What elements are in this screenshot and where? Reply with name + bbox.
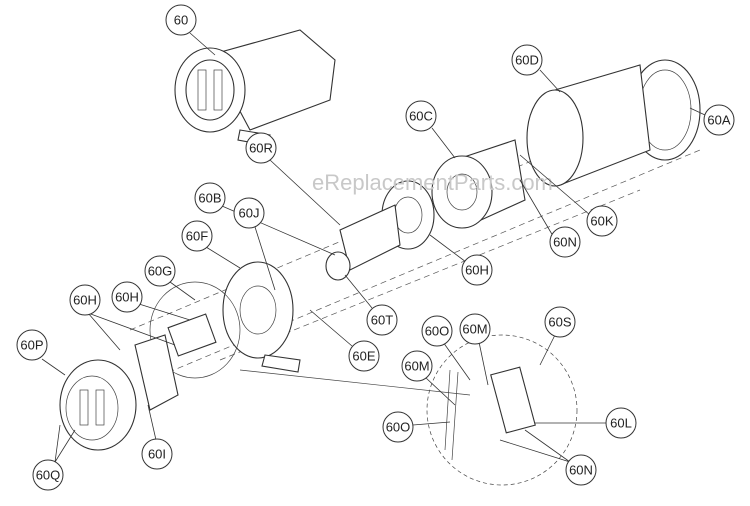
callout-60R: 60R (245, 132, 277, 164)
svg-text:60R: 60R (249, 141, 273, 156)
callout-60H-mid: 60H (111, 281, 143, 313)
callout-60N-top: 60N (549, 226, 581, 258)
svg-text:60L: 60L (610, 416, 632, 431)
front-bracket-60F (222, 261, 301, 373)
rotor-60R (325, 180, 435, 281)
callout-60Q: 60Q (32, 459, 64, 491)
callout-60B: 60B (194, 182, 226, 214)
svg-text:60H: 60H (73, 293, 97, 308)
svg-text:60N: 60N (553, 235, 577, 250)
callout-60N-bottom: 60N (565, 454, 597, 486)
callout-60D: 60D (511, 44, 543, 76)
svg-text:60E: 60E (352, 349, 375, 364)
svg-text:60M: 60M (404, 359, 429, 374)
svg-text:60K: 60K (590, 214, 613, 229)
callout-60P: 60P (16, 329, 48, 361)
svg-text:60J: 60J (239, 206, 260, 221)
assembled-generator (174, 29, 336, 146)
callout-60O-top: 60O (421, 315, 453, 347)
svg-text:60I: 60I (148, 447, 166, 462)
callout-60H-left: 60H (69, 284, 101, 316)
callout-60M-top: 60M (459, 313, 491, 345)
svg-text:60S: 60S (548, 315, 571, 330)
svg-text:60G: 60G (148, 264, 173, 279)
end-cover-60P (59, 359, 137, 451)
brush-assembly (149, 281, 241, 379)
svg-text:60C: 60C (409, 109, 433, 124)
svg-text:60O: 60O (386, 420, 411, 435)
stator-60C (431, 139, 526, 229)
svg-text:60Q: 60Q (36, 468, 61, 483)
callout-60A: 60A (703, 104, 735, 136)
svg-text:60O: 60O (425, 324, 450, 339)
callout-60T: 60T (366, 304, 398, 336)
callout-60G: 60G (144, 255, 176, 287)
svg-text:60T: 60T (371, 313, 393, 328)
svg-text:60H: 60H (115, 290, 139, 305)
svg-text:60N: 60N (569, 463, 593, 478)
svg-text:60A: 60A (707, 113, 730, 128)
svg-text:60M: 60M (462, 322, 487, 337)
svg-text:60: 60 (174, 13, 188, 28)
callout-60C: 60C (405, 100, 437, 132)
callout-60L: 60L (605, 407, 637, 439)
terminal-detail (426, 334, 578, 486)
svg-text:60B: 60B (198, 191, 221, 206)
callout-60H-right: 60H (461, 254, 493, 286)
svg-text:60F: 60F (186, 229, 208, 244)
callout-60M-left: 60M (401, 350, 433, 382)
stator-cover-60D (526, 64, 651, 187)
callout-60F: 60F (181, 220, 213, 252)
callout-60J: 60J (233, 197, 265, 229)
svg-text:60P: 60P (20, 338, 43, 353)
svg-text:60D: 60D (515, 53, 539, 68)
callout-60E: 60E (348, 340, 380, 372)
callout-60: 60 (165, 4, 197, 36)
svg-text:60H: 60H (465, 263, 489, 278)
callout-60K: 60K (586, 205, 618, 237)
callout-60O-bottom: 60O (382, 411, 414, 443)
callout-60S: 60S (544, 306, 576, 338)
callout-60I: 60I (141, 438, 173, 470)
watermark: eReplacementParts.com (312, 170, 553, 195)
cover-plate-60I (134, 334, 179, 411)
